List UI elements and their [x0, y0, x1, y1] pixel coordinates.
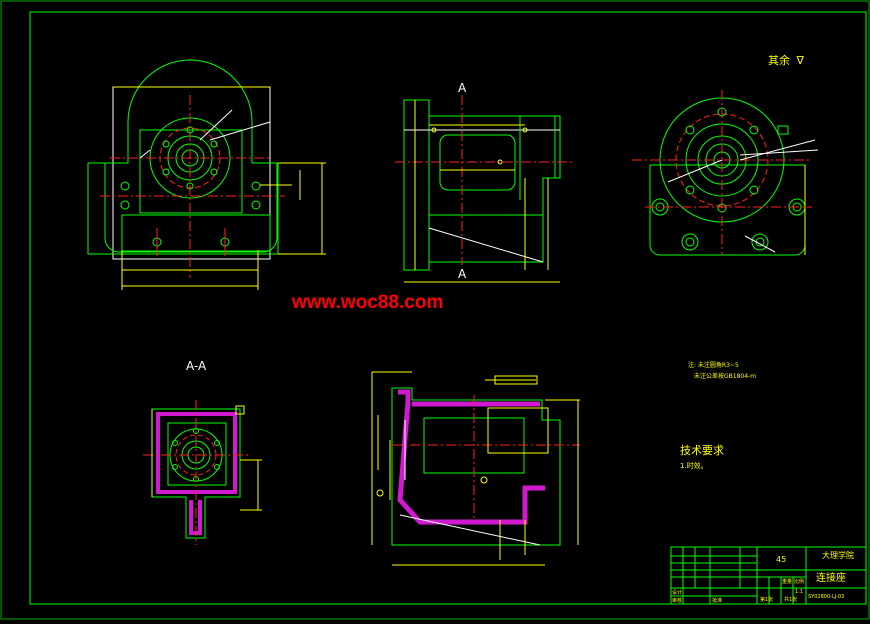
section-title: A-A	[186, 359, 207, 373]
side-view	[395, 95, 575, 283]
approve-label: 批准	[712, 597, 722, 604]
section-mark-bottom: A	[458, 267, 467, 281]
design-label: 设计	[672, 589, 682, 596]
section-view	[143, 400, 262, 545]
section-mark-top: A	[458, 81, 467, 95]
part-name: 连接座	[816, 571, 846, 584]
front-view	[87, 59, 326, 290]
school-name: 大理学院	[822, 550, 854, 560]
title-block	[670, 546, 867, 605]
scale-value: 1:1	[795, 589, 803, 595]
material-value: 45	[776, 555, 786, 564]
tech-requirements-title: 技术要求	[680, 444, 724, 457]
check-label: 审核	[672, 597, 682, 604]
weight-label: 重量	[782, 578, 792, 585]
rear-view	[632, 90, 819, 256]
note-line-1: 注: 未注圆角R3~5	[688, 361, 739, 369]
watermark: www.woc88.com	[291, 292, 443, 313]
scale-label: 比例	[794, 578, 804, 585]
inner-frame	[29, 11, 867, 605]
tech-requirement-1: 1.时效。	[680, 461, 708, 470]
long-section-view	[371, 371, 580, 566]
sheet-number: 第1张	[760, 596, 773, 603]
note-line-2: 未注公差按GB1804-m	[694, 372, 756, 380]
roughness-note: 其余 ∇	[768, 53, 805, 67]
sheets-total: 共1张	[784, 596, 797, 603]
drawing-number: SY02800-LJ-03	[808, 594, 844, 600]
